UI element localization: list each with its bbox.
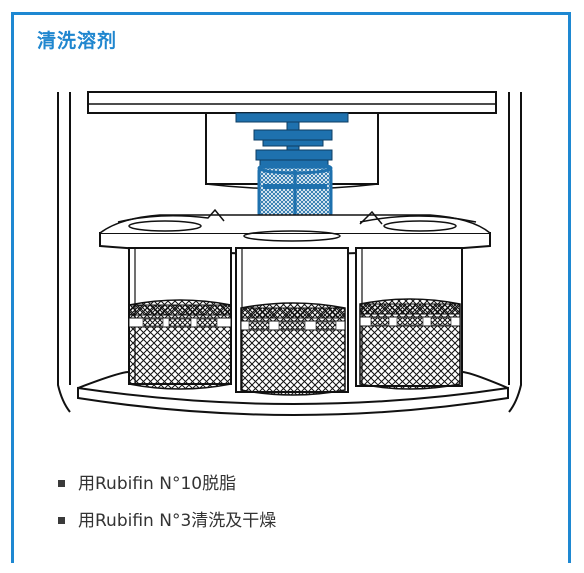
blue-basket: [257, 161, 333, 219]
base-tray: [77, 371, 509, 416]
tank-right: [355, 247, 463, 390]
lid-bar: [87, 91, 497, 114]
square-bullet-icon: [58, 517, 65, 524]
tank-middle: [235, 247, 349, 396]
machine-walls: [57, 92, 522, 413]
square-bullet-icon: [58, 480, 65, 487]
card-title: 清洗溶剂: [37, 30, 118, 52]
step-label: 用Rubifin N°3清洗及干燥: [78, 511, 277, 531]
tank-left: [128, 247, 232, 390]
step-label: 用Rubifin N°10脱脂: [78, 474, 237, 494]
